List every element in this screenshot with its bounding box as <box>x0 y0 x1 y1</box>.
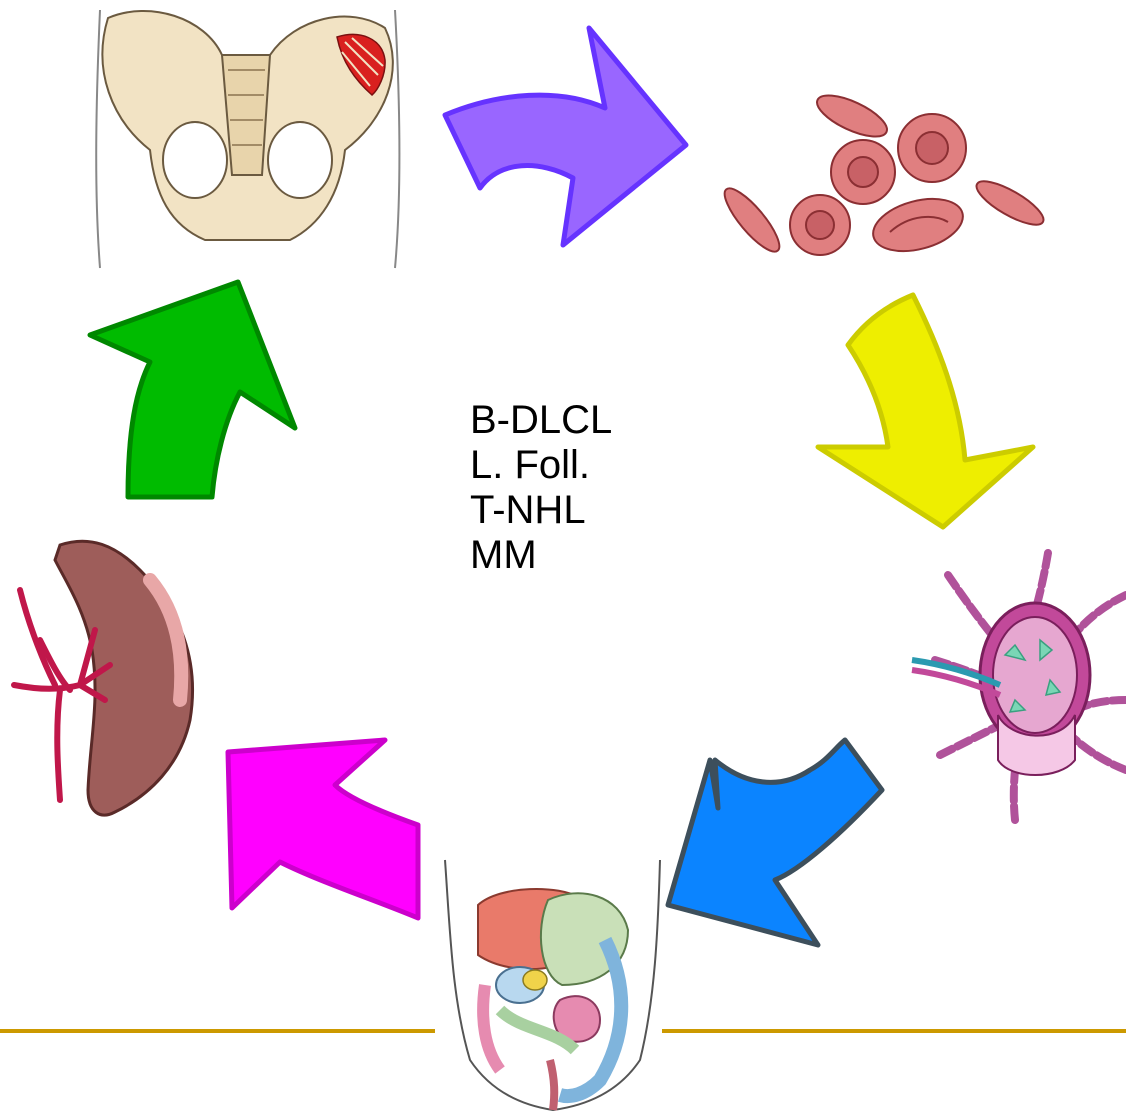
arrow-blood-cells-to-lymph-node <box>818 295 1033 527</box>
lymph-node-illustration <box>912 553 1126 820</box>
list-item-b-dlcl: B-DLCL <box>470 398 612 443</box>
blood-cells-illustration <box>717 87 1049 260</box>
pelvis-illustration <box>96 10 399 268</box>
abdomen-illustration <box>445 860 660 1110</box>
arrow-pelvis-to-blood-cells <box>445 28 686 245</box>
list-item-l-foll: L. Foll. <box>470 443 612 488</box>
list-item-mm: MM <box>470 533 612 578</box>
arrow-lymph-node-to-abdomen <box>668 740 882 945</box>
arrow-spleen-to-pelvis <box>90 282 295 497</box>
spleen-illustration <box>14 541 193 815</box>
arrow-abdomen-to-spleen <box>228 740 418 918</box>
lymphoma-type-list: B-DLCL L. Foll. T-NHL MM <box>470 398 612 578</box>
list-item-t-nhl: T-NHL <box>470 488 612 533</box>
